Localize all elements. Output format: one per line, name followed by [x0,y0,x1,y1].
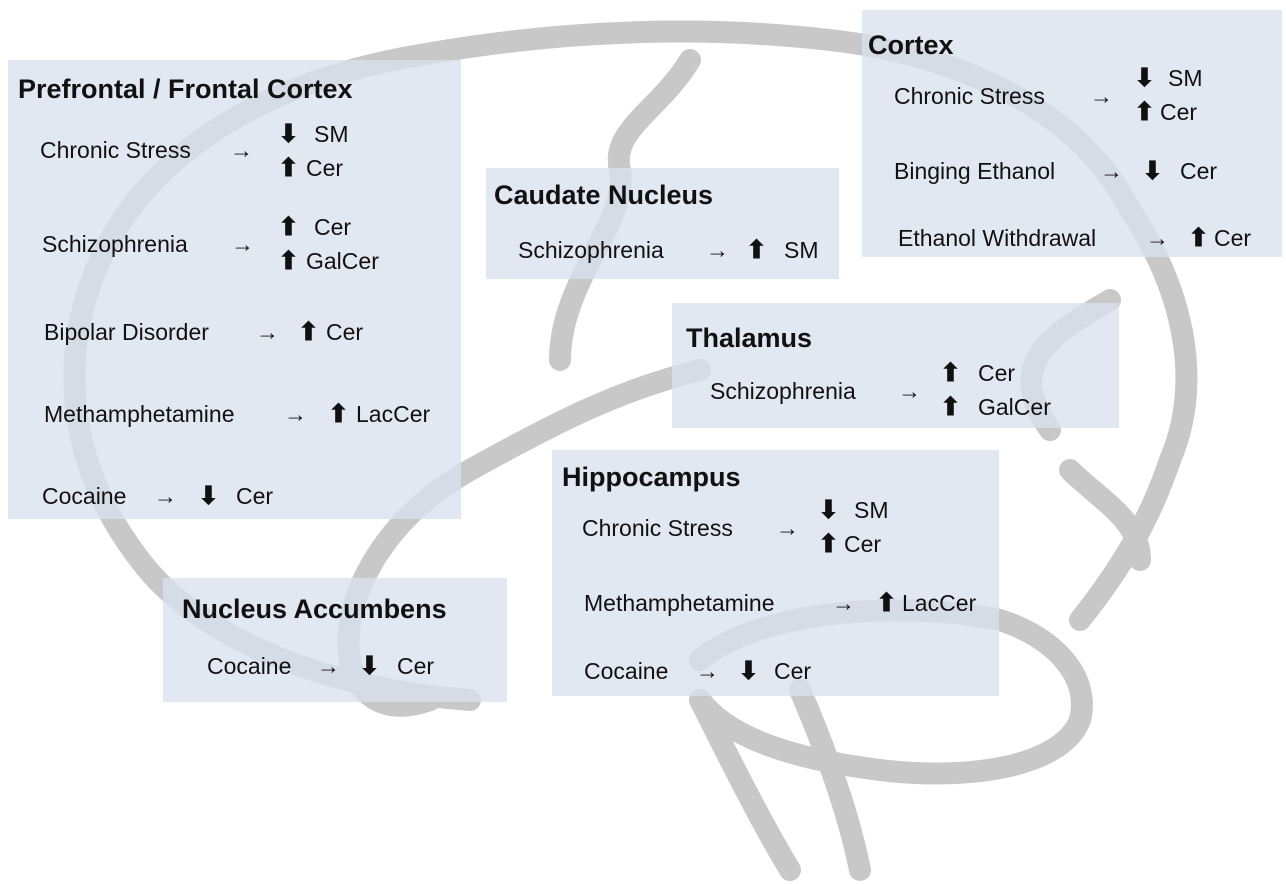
arrow-right-icon: → [832,589,855,617]
lipid-label: SM [314,120,349,148]
arrow-right-icon: → [706,236,729,264]
arrow-right-icon: → [284,400,307,428]
region-cortex: Cortex Chronic Stress → ⬇SM ⬆Cer Binging… [862,10,1282,257]
condition-label: Schizophrenia [710,377,856,405]
region-title: Caudate Nucleus [494,180,713,211]
arrow-right-icon: → [230,136,253,164]
lipid-label: Cer [844,530,881,558]
lipid-label: LacCer [356,400,430,428]
arrow-up-icon: ⬆ [278,154,299,182]
arrow-down-icon: ⬇ [818,496,839,524]
condition-label: Methamphetamine [44,400,235,428]
lipid-label: Cer [314,213,351,241]
arrow-up-icon: ⬆ [328,400,349,428]
arrow-down-icon: ⬇ [1142,157,1163,185]
arrow-down-icon: ⬇ [198,482,219,510]
arrow-right-icon: → [1100,157,1123,185]
lipid-label: LacCer [902,589,976,617]
region-title: Prefrontal / Frontal Cortex [18,74,353,105]
lipid-label: Cer [774,657,811,685]
arrow-right-icon: → [776,514,799,542]
region-title: Thalamus [686,323,812,354]
arrow-up-icon: ⬆ [818,530,839,558]
condition-label: Binging Ethanol [894,157,1055,185]
arrow-right-icon: → [898,377,921,405]
condition-label: Chronic Stress [894,82,1045,110]
lipid-label: Cer [397,652,434,680]
condition-label: Chronic Stress [582,514,733,542]
arrow-up-icon: ⬆ [1134,98,1155,126]
arrow-right-icon: → [256,318,279,346]
lipid-label: Cer [236,482,273,510]
condition-label: Ethanol Withdrawal [898,224,1096,252]
arrow-up-icon: ⬆ [278,247,299,275]
condition-label: Schizophrenia [42,230,188,258]
condition-label: Bipolar Disorder [44,318,209,346]
condition-label: Schizophrenia [518,236,664,264]
arrow-up-icon: ⬆ [940,359,961,387]
lipid-label: Cer [1214,224,1251,252]
arrow-up-icon: ⬆ [940,393,961,421]
arrow-right-icon: → [1090,82,1113,110]
arrow-down-icon: ⬇ [278,120,299,148]
arrow-right-icon: → [696,657,719,685]
arrow-up-icon: ⬆ [1188,224,1209,252]
arrow-up-icon: ⬆ [746,236,767,264]
arrow-up-icon: ⬆ [278,213,299,241]
lipid-label: SM [1168,64,1203,92]
lipid-label: SM [854,496,889,524]
lipid-label: GalCer [306,247,379,275]
arrow-down-icon: ⬇ [1134,64,1155,92]
region-thalamus: Thalamus Schizophrenia → ⬆ Cer ⬆ GalCer [672,303,1119,428]
lipid-label: Cer [1180,157,1217,185]
region-title: Nucleus Accumbens [182,594,447,625]
lipid-label: Cer [1160,98,1197,126]
lipid-label: Cer [306,154,343,182]
lipid-label: SM [784,236,819,264]
arrow-up-icon: ⬆ [876,589,897,617]
arrow-right-icon: → [317,652,340,680]
region-hippocampus: Hippocampus Chronic Stress → ⬇SM ⬆Cer Me… [552,450,999,696]
region-caudate-nucleus: Caudate Nucleus Schizophrenia → ⬆ SM [486,168,839,279]
condition-label: Cocaine [42,482,126,510]
lipid-label: Cer [326,318,363,346]
lipid-label: Cer [978,359,1015,387]
condition-label: Chronic Stress [40,136,191,164]
lipid-label: GalCer [978,393,1051,421]
arrow-down-icon: ⬇ [359,652,380,680]
region-title: Cortex [868,30,954,61]
condition-label: Cocaine [207,652,291,680]
arrow-up-icon: ⬆ [298,318,319,346]
region-prefrontal-frontal-cortex: Prefrontal / Frontal Cortex Chronic Stre… [8,60,461,519]
condition-label: Cocaine [584,657,668,685]
condition-label: Methamphetamine [584,589,775,617]
arrow-right-icon: → [231,230,254,258]
arrow-right-icon: → [1146,224,1169,252]
arrow-right-icon: → [154,482,177,510]
region-nucleus-accumbens: Nucleus Accumbens Cocaine → ⬇ Cer [163,578,507,702]
region-title: Hippocampus [562,462,741,493]
arrow-down-icon: ⬇ [738,657,759,685]
